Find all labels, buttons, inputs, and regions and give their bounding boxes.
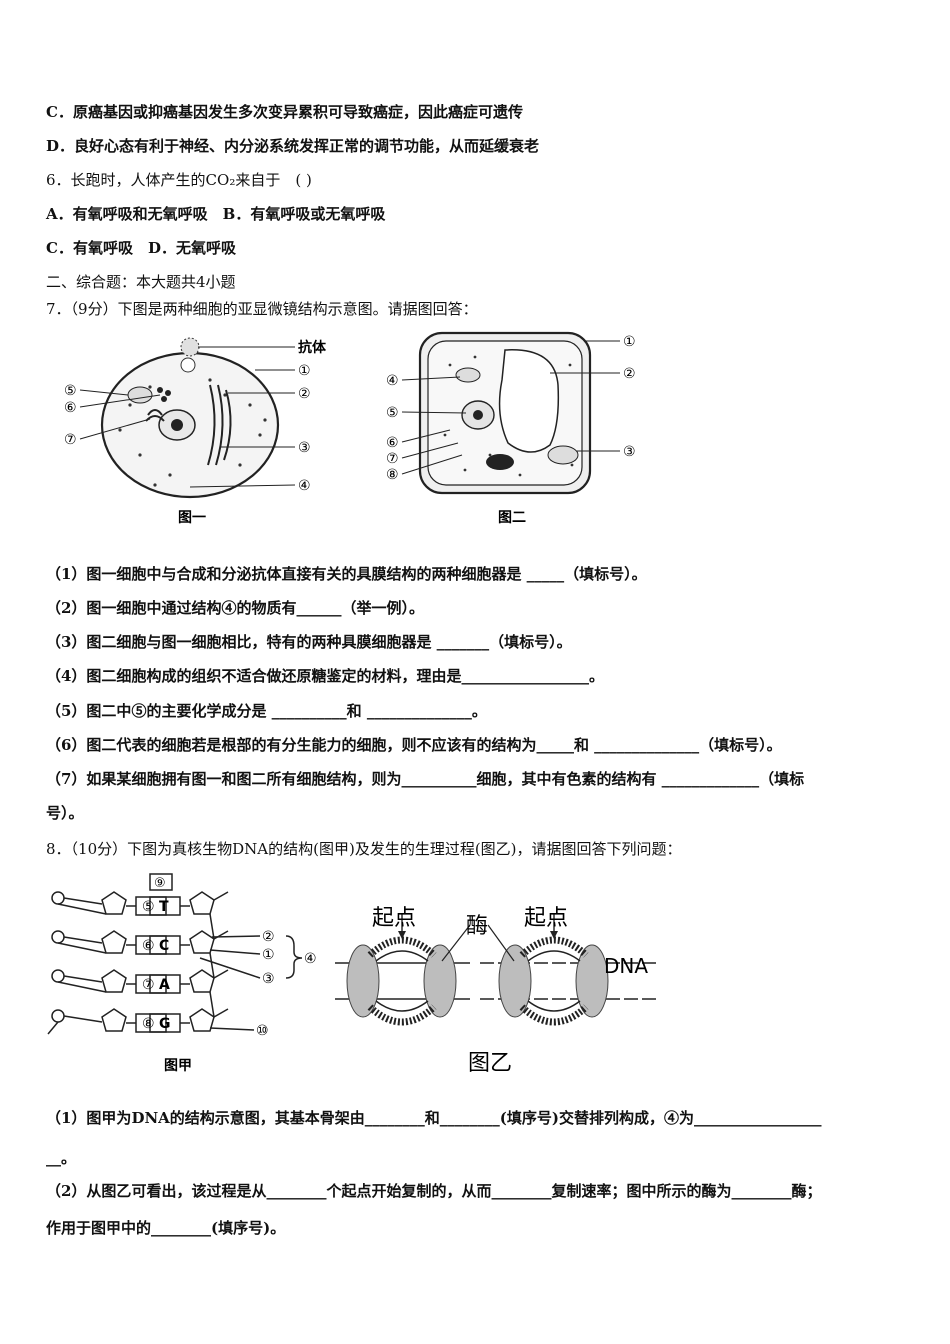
question-7: 7．（9分）下图是两种细胞的亚显微镜结构示意图。请据图回答： xyxy=(46,300,478,318)
option-d-q5: D．良好心态有利于神经、内分泌系统发挥正常的调节功能，从而延缓衰老 xyxy=(46,137,540,155)
label-5: ⑤ xyxy=(64,383,77,399)
label-dna: DNA xyxy=(604,954,648,978)
question-7-7: （7）如果某细胞拥有图一和图二所有细胞结构，则为__________细胞，其中有… xyxy=(46,770,805,788)
question-8: 8．（10分）下图为真核生物DNA的结构(图甲)及发生的生理过程(图乙)，请据图… xyxy=(46,840,682,858)
question-7-3: （3）图二细胞与图一细胞相比，特有的两种具膜细胞器是 _______（填标号）。 xyxy=(46,633,572,651)
label-9: ⑨ xyxy=(154,876,166,891)
label-1: ① xyxy=(298,363,311,379)
label-2: ② xyxy=(623,366,636,382)
caption-fig1: 图一 xyxy=(178,510,206,526)
label-7: ⑦ xyxy=(386,451,399,467)
base-a: A xyxy=(159,977,170,993)
question-7-1: （1）图一细胞中与合成和分泌抗体直接有关的具膜结构的两种细胞器是 _____（填… xyxy=(46,565,647,583)
question-7-2: （2）图一细胞中通过结构④的物质有______（举一例）。 xyxy=(46,599,424,617)
question-6: 6．长跑时，人体产生的CO₂来自于 ( ) xyxy=(46,171,312,189)
label-8: ⑧ xyxy=(386,467,399,483)
label-7: ⑦ xyxy=(64,432,77,448)
label-7: ⑦ xyxy=(142,977,155,993)
question-7-4: （4）图二细胞构成的组织不适合做还原糖鉴定的材料，理由是____________… xyxy=(46,667,604,685)
label-4: ④ xyxy=(386,373,399,389)
section-heading: 二、综合题：本大题共4小题 xyxy=(46,273,236,291)
question-7-6: （6）图二代表的细胞若是根部的有分生能力的细胞，则不应该有的结构为_____和 … xyxy=(46,736,782,754)
question-8-2-cont: 作用于图甲中的________(填序号)。 xyxy=(46,1219,286,1237)
label-3: ③ xyxy=(298,440,311,456)
label-antibody: 抗体 xyxy=(298,339,327,356)
label-4: ④ xyxy=(304,951,317,967)
caption-fig-a: 图甲 xyxy=(164,1058,192,1074)
label-4: ④ xyxy=(298,478,311,494)
label-enzyme: 酶 xyxy=(466,914,488,939)
label-origin-2: 起点 xyxy=(524,906,568,931)
question-8-1: （1）图甲为DNA的结构示意图，其基本骨架由________和________(… xyxy=(46,1109,822,1127)
label-3: ③ xyxy=(623,444,636,460)
base-c: C xyxy=(159,938,169,954)
figure-2-plant-cell: ① ② ③ ④ ⑤ ⑥ ⑦ ⑧ 图二 xyxy=(386,331,636,526)
label-1: ① xyxy=(623,334,636,350)
label-8: ⑧ xyxy=(142,1016,155,1032)
label-1: ① xyxy=(262,947,275,963)
base-t: T xyxy=(159,899,169,915)
caption-fig2: 图二 xyxy=(498,510,526,526)
options-ab-q6: A．有氧呼吸和无氧呼吸 B．有氧呼吸或无氧呼吸 xyxy=(46,205,386,223)
question-7-5: （5）图二中⑤的主要化学成分是 __________和 ____________… xyxy=(46,702,487,720)
base-g: G xyxy=(159,1016,171,1032)
label-3: ③ xyxy=(262,971,275,987)
question-7-7-cont: 号）。 xyxy=(46,804,84,822)
caption-fig-b: 图乙 xyxy=(468,1051,512,1076)
label-5: ⑤ xyxy=(386,405,399,421)
question-8-2: （2）从图乙可看出，该过程是从________个起点开始复制的，从而______… xyxy=(46,1182,822,1200)
options-cd-q6: C．有氧呼吸 D．无氧呼吸 xyxy=(46,239,236,257)
figure-b-dna-replication: 起点 酶 起点 DNA 图乙 xyxy=(335,906,660,1076)
label-origin-1: 起点 xyxy=(372,906,416,931)
label-6: ⑥ xyxy=(142,938,155,954)
figure-a-dna-structure: ⑨ ⑤ ⑥ ⑦ ⑧ T C A G ② ① ③ ⑩ ④ 图甲 xyxy=(47,873,317,1074)
label-10: ⑩ xyxy=(256,1023,269,1039)
figure-1-animal-cell: 抗体 ① ② ③ ④ ⑤ ⑥ ⑦ 图一 xyxy=(64,337,327,526)
label-5: ⑤ xyxy=(142,899,155,915)
question-8-1-cont: __。 xyxy=(46,1149,77,1167)
label-6: ⑥ xyxy=(386,435,399,451)
option-c-q5: C．原癌基因或抑癌基因发生多次变异累积可导致癌症，因此癌症可遗传 xyxy=(46,103,523,121)
label-6: ⑥ xyxy=(64,400,77,416)
label-2: ② xyxy=(262,929,275,945)
label-2: ② xyxy=(298,386,311,402)
